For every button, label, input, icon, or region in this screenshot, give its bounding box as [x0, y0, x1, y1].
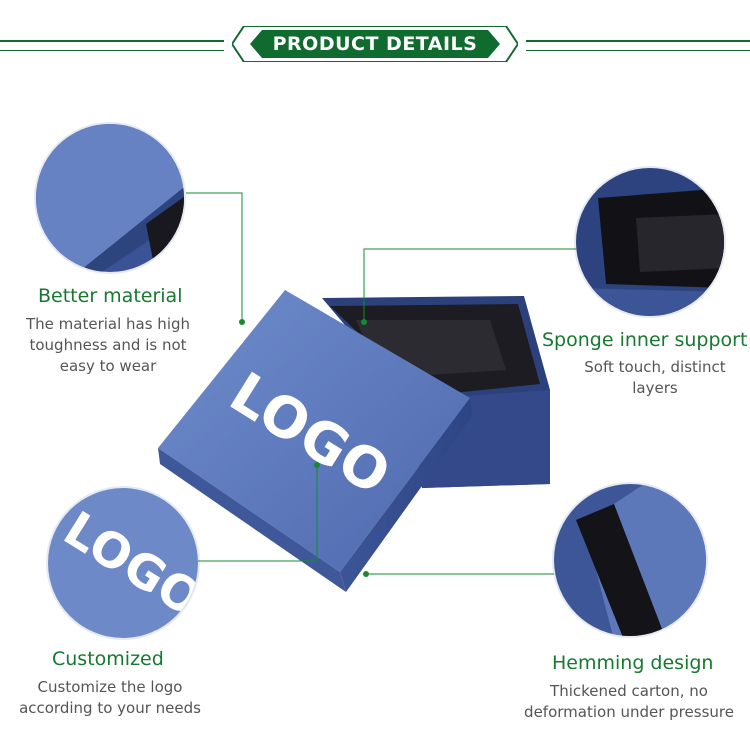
banner-arrow-icon [232, 26, 518, 62]
header-banner: PRODUCT DETAILS [232, 26, 518, 62]
feature-title-sponge: Sponge inner support [542, 329, 748, 351]
feature-desc-customized: Customize the logo according to your nee… [19, 678, 201, 717]
header-rule-right-bottom [526, 50, 750, 51]
feature-title-material: Better material [38, 285, 183, 307]
leader-line-material [186, 192, 243, 322]
header-rule-left-top [0, 40, 224, 42]
header-rule-right-top [526, 40, 750, 42]
leader-line-sponge [363, 248, 576, 322]
material-closeup [34, 122, 186, 274]
feature-title-customized: Customized [52, 648, 164, 670]
header-rule-left-bottom [0, 50, 224, 51]
product-box-image: LOGO [158, 290, 550, 592]
page-title: PRODUCT DETAILS [272, 33, 478, 55]
leader-line-customized [198, 466, 318, 562]
leader-line-hemming [366, 573, 554, 575]
feature-desc-hemming: Thickened carton, no deformation under p… [524, 682, 734, 721]
sponge-closeup [574, 166, 726, 318]
leader-dot-icon [314, 462, 320, 468]
feature-desc-sponge: Soft touch, distinct layers [584, 358, 726, 397]
feature-title-hemming: Hemming design [552, 652, 714, 674]
hemming-closeup [552, 482, 708, 638]
logo-closeup: LOGO [46, 486, 200, 640]
feature-desc-material: The material has high toughness and is n… [25, 315, 191, 375]
